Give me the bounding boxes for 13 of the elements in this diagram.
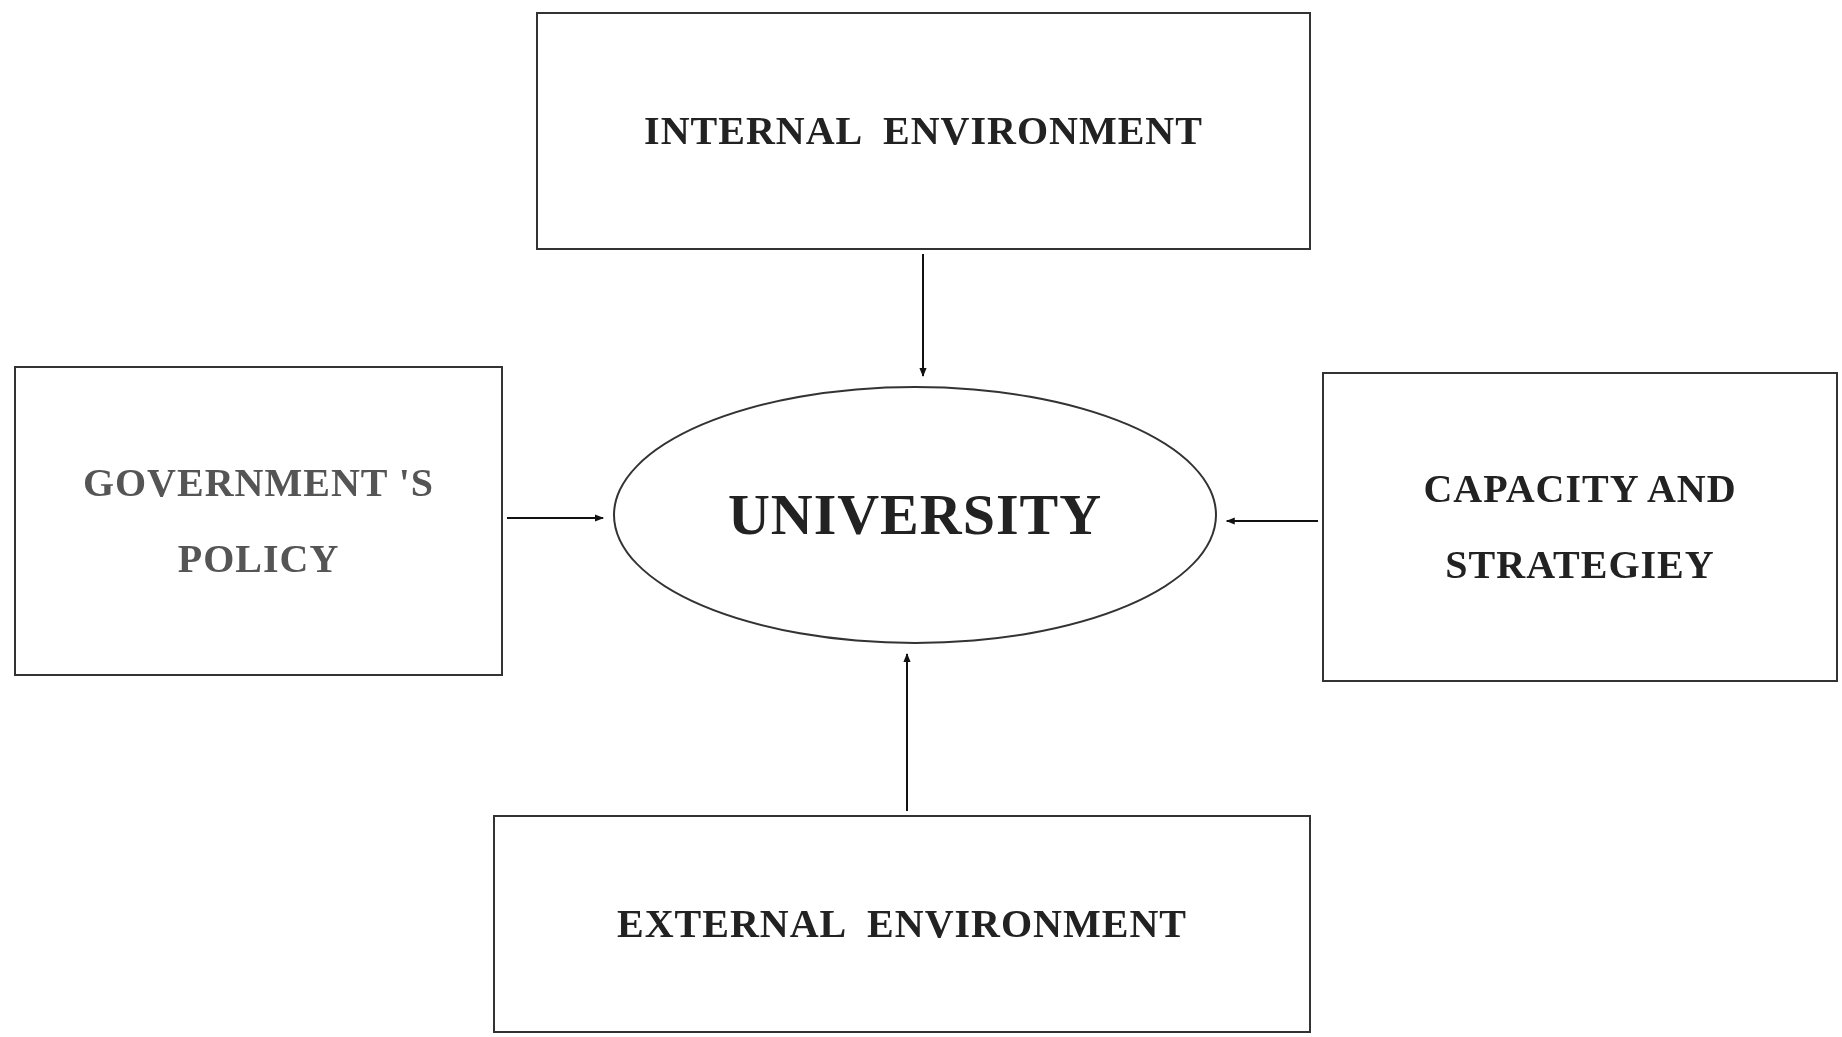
process-box [536,12,1311,250]
node-label: EXTERNAL ENVIRONMENT [617,900,1187,948]
node-label: GOVERNMENT 'S POLICY [81,459,436,583]
arrow [903,652,911,812]
process-box [14,366,503,676]
arrow [506,514,605,522]
process-box [1322,372,1838,682]
process-box [493,815,1311,1033]
node-label: CAPACITY AND STRATEGIEY [1422,465,1738,589]
node-label: INTERNAL ENVIRONMENT [644,107,1203,155]
arrow [919,253,927,378]
arrow [1225,517,1319,525]
node-label: UNIVERSITY [727,480,1103,549]
